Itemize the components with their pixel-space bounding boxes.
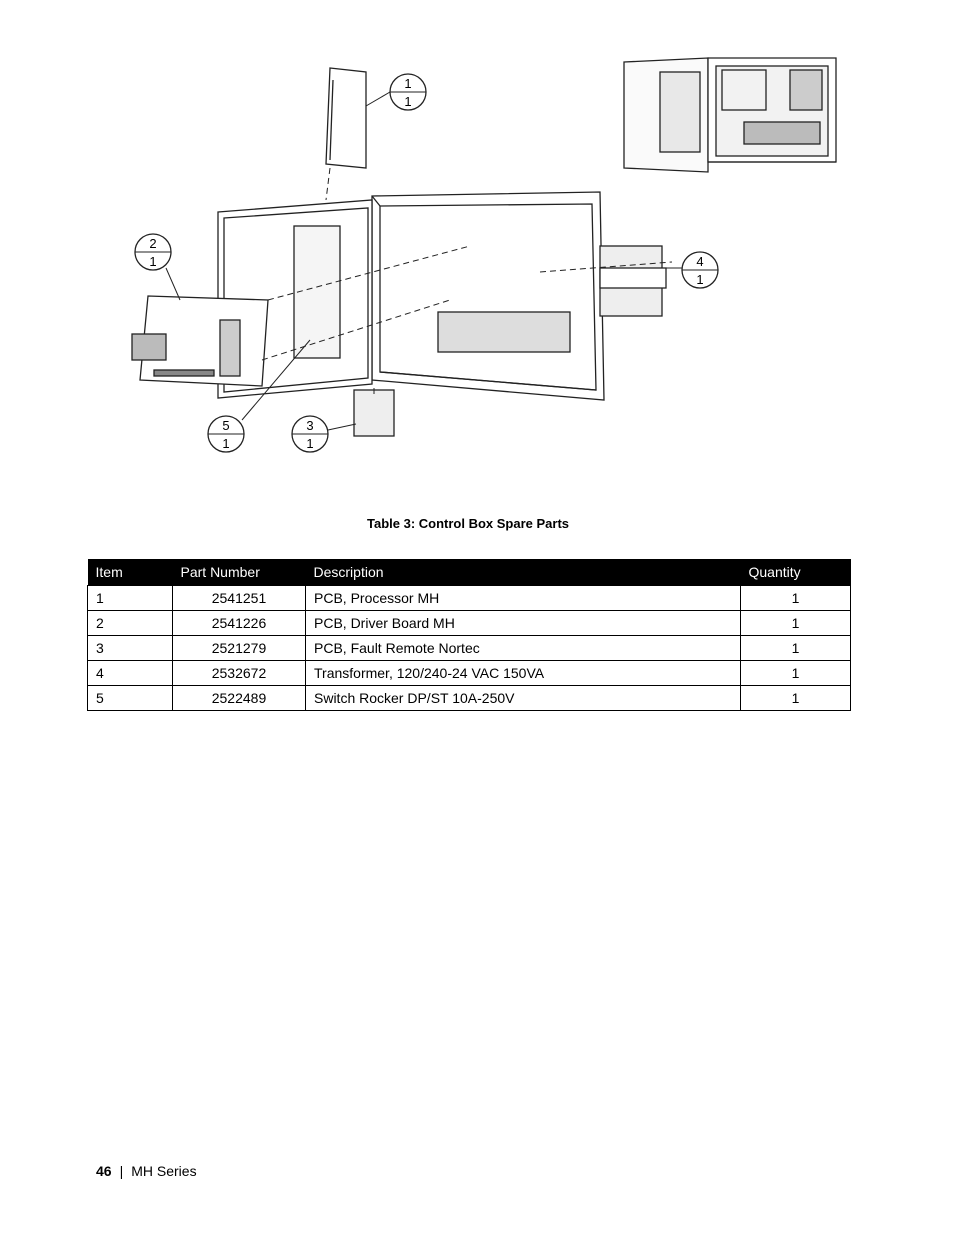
header-item: Item (87, 559, 173, 586)
callout-quantity: 1 (404, 94, 411, 109)
cell-quantity: 1 (740, 610, 851, 636)
main-enclosure (371, 191, 605, 401)
cell-part-number: 2541251 (172, 585, 306, 611)
callout-item-number: 3 (306, 418, 313, 433)
cell-item: 2 (87, 610, 173, 636)
page-number: 46 (96, 1163, 112, 1179)
cell-description: PCB, Processor MH (305, 585, 741, 611)
cell-part-number: 2541226 (172, 610, 306, 636)
table-row: 4 2532672 Transformer, 120/240-24 VAC 15… (87, 660, 851, 686)
transformer-item-4 (599, 245, 667, 317)
cell-description: PCB, Fault Remote Nortec (305, 635, 741, 661)
cell-part-number: 2532672 (172, 660, 306, 686)
driver-board-item-2 (131, 295, 269, 387)
callout-item-1: 1 1 (389, 73, 427, 111)
fault-remote-item-3 (353, 389, 395, 437)
cell-part-number: 2521279 (172, 635, 306, 661)
callout-item-4: 4 1 (681, 251, 719, 289)
panel-item-1 (325, 67, 367, 169)
callout-quantity: 1 (306, 436, 313, 451)
callout-item-number: 5 (222, 418, 229, 433)
cell-description: PCB, Driver Board MH (305, 610, 741, 636)
callout-item-number: 4 (696, 254, 703, 269)
cell-item: 1 (87, 585, 173, 611)
callout-item-number: 1 (404, 76, 411, 91)
cell-description: Transformer, 120/240-24 VAC 150VA (305, 660, 741, 686)
cell-quantity: 1 (740, 585, 851, 611)
callout-quantity: 1 (149, 254, 156, 269)
assembled-box-thumbnail (623, 57, 837, 173)
table-caption: Table 3: Control Box Spare Parts (366, 516, 570, 531)
cell-quantity: 1 (740, 635, 851, 661)
callout-leaders (165, 91, 682, 431)
cell-item: 5 (87, 685, 173, 711)
footer-separator: | (119, 1163, 124, 1179)
header-description: Description (305, 559, 741, 586)
header-part-number: Part Number (172, 559, 306, 586)
table-row: 2 2541226 PCB, Driver Board MH 1 (87, 610, 851, 636)
callout-item-2: 2 1 (134, 233, 172, 271)
cell-quantity: 1 (740, 685, 851, 711)
control-box-drawing: 1 1 2 1 3 1 4 1 5 1 (131, 57, 837, 453)
cell-description: Switch Rocker DP/ST 10A-250V (305, 685, 741, 711)
table-row: 1 2541251 PCB, Processor MH 1 (87, 585, 851, 611)
table-row: 5 2522489 Switch Rocker DP/ST 10A-250V 1 (87, 685, 851, 711)
callout-item-5: 5 1 (207, 415, 245, 453)
table-row: 3 2521279 PCB, Fault Remote Nortec 1 (87, 635, 851, 661)
cell-quantity: 1 (740, 660, 851, 686)
exploded-view-diagram: 1 1 2 1 3 1 4 1 5 1 (0, 0, 954, 480)
assembly-lines (261, 167, 673, 396)
header-quantity: Quantity (740, 559, 851, 586)
callout-item-3: 3 1 (291, 415, 329, 453)
table-header: Item Part Number Description Quantity (87, 559, 851, 586)
spare-parts-table: Item Part Number Description Quantity 1 … (87, 559, 851, 711)
callout-quantity: 1 (696, 272, 703, 287)
callout-item-number: 2 (149, 236, 156, 251)
cell-item: 4 (87, 660, 173, 686)
callout-quantity: 1 (222, 436, 229, 451)
series-name: MH Series (131, 1163, 197, 1179)
page-footer: 46 | MH Series (96, 1163, 197, 1179)
cell-part-number: 2522489 (172, 685, 306, 711)
cell-item: 3 (87, 635, 173, 661)
